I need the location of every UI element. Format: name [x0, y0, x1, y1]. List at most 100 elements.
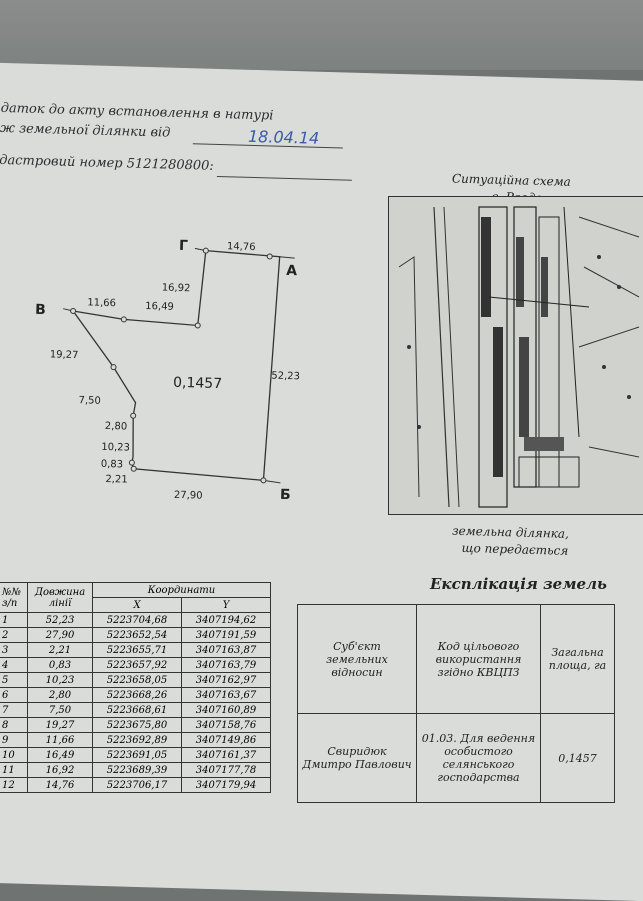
cell-y: 3407161,37 — [181, 747, 271, 763]
purpose-code: 01.03. Для ведення особистого селянськог… — [416, 713, 541, 803]
col-num-header: №№ з/п — [0, 582, 28, 613]
cell-x: 5223692,89 — [92, 732, 182, 748]
cell-len: 16,49 — [27, 747, 93, 763]
point-7 — [110, 364, 117, 371]
side-label: 2,21 — [105, 473, 128, 486]
col-code-header: Код цільового використання згідно КВЦПЗ — [416, 604, 541, 714]
handwritten-date: 18.04.14 — [247, 126, 320, 148]
owner-name: Свиридюк Дмитро Павлович — [297, 713, 417, 803]
header-line-2: ж земельної ділянки від — [0, 120, 171, 141]
side-label: 27,90 — [173, 489, 203, 502]
point-8 — [70, 307, 77, 314]
cell-x: 5223704,68 — [92, 612, 182, 628]
cell-n: 7 — [0, 702, 28, 718]
side-label: 52,23 — [271, 370, 301, 383]
cell-y: 3407194,62 — [181, 612, 271, 628]
situation-title: Ситуаційна схема — [451, 171, 572, 189]
cell-x: 5223658,05 — [92, 672, 182, 688]
point-1 — [202, 247, 209, 254]
vertex-b-label: Б — [279, 486, 291, 504]
point-2 — [266, 253, 273, 260]
point-5 — [128, 459, 135, 466]
cell-len: 10,23 — [27, 672, 93, 688]
point-10 — [194, 322, 201, 329]
cell-len: 16,92 — [27, 762, 93, 778]
point-4 — [130, 465, 137, 472]
cell-len: 7,50 — [27, 702, 93, 718]
col-subject-header: Суб'єкт земельних відносин — [297, 604, 417, 714]
cell-y: 3407158,76 — [181, 717, 271, 733]
col-area-header: Загальна площа, га — [540, 604, 615, 714]
side-label: 7,50 — [78, 395, 101, 407]
col-coords-header: Координати — [92, 582, 271, 598]
cell-len: 19,27 — [27, 717, 93, 733]
side-label: 11,66 — [87, 297, 117, 310]
col-x-header: X — [92, 597, 182, 613]
cell-y: 3407163,67 — [181, 687, 271, 703]
cell-n: 10 — [0, 747, 28, 763]
vertex-a-tick — [279, 256, 295, 259]
cell-len: 2,21 — [27, 642, 93, 658]
vertex-a-label: А — [286, 262, 298, 280]
cell-n: 4 — [0, 657, 28, 673]
cell-len: 2,80 — [27, 687, 93, 703]
cell-y: 3407149,86 — [181, 732, 271, 748]
header-line-1: даток до акту встановлення в натурі — [0, 100, 274, 124]
cell-x: 5223668,26 — [92, 687, 182, 703]
cell-len: 14,76 — [27, 777, 93, 793]
total-area: 0,1457 — [540, 713, 615, 803]
cell-x: 5223655,71 — [92, 642, 182, 658]
map-drawing — [389, 197, 643, 514]
cell-y: 3407191,59 — [181, 627, 271, 643]
side-label: 2,80 — [104, 420, 128, 433]
col-length-header: Довжина лінії — [27, 582, 93, 613]
cell-y: 3407162,97 — [181, 672, 271, 688]
cadastral-number: дастровий номер 5121280800: — [0, 152, 215, 174]
cell-x: 5223706,17 — [92, 777, 182, 793]
cell-n: 6 — [0, 687, 28, 703]
cell-x: 5223691,05 — [92, 747, 182, 763]
cell-n: 3 — [0, 642, 28, 658]
cell-len: 27,90 — [27, 627, 93, 643]
situation-caption-1: земельна ділянка, — [451, 523, 570, 541]
cell-y: 3407160,89 — [181, 702, 271, 718]
cell-n: 1 — [0, 612, 28, 628]
cell-x: 5223652,54 — [92, 627, 182, 643]
cell-len: 52,23 — [27, 612, 93, 628]
plot-area-label: 0,1457 — [172, 374, 223, 393]
col-y-header: Y — [181, 597, 271, 613]
cadastral-underline — [216, 175, 352, 181]
cell-n: 2 — [0, 627, 28, 643]
explication-title: Експлікація земель — [430, 575, 607, 593]
cell-n: 5 — [0, 672, 28, 688]
document-sheet: даток до акту встановлення в натурі ж зе… — [0, 62, 643, 901]
plot-drawing — [63, 247, 295, 484]
cell-x: 5223689,39 — [92, 762, 182, 778]
point-3 — [260, 477, 267, 484]
point-9 — [120, 316, 127, 323]
side-label: 0,83 — [100, 458, 124, 471]
side-label: 16,92 — [161, 282, 191, 295]
situation-map — [388, 196, 643, 515]
side-label: 10,23 — [101, 441, 131, 454]
cell-y: 3407163,79 — [181, 657, 271, 673]
cell-x: 5223675,80 — [92, 717, 182, 733]
background-strip — [0, 0, 643, 70]
side-label: 14,76 — [226, 241, 256, 254]
cell-y: 3407179,94 — [181, 777, 271, 793]
side-label: 19,27 — [49, 349, 79, 362]
cell-n: 9 — [0, 732, 28, 748]
cell-x: 5223668,61 — [92, 702, 182, 718]
cell-len: 0,83 — [27, 657, 93, 673]
